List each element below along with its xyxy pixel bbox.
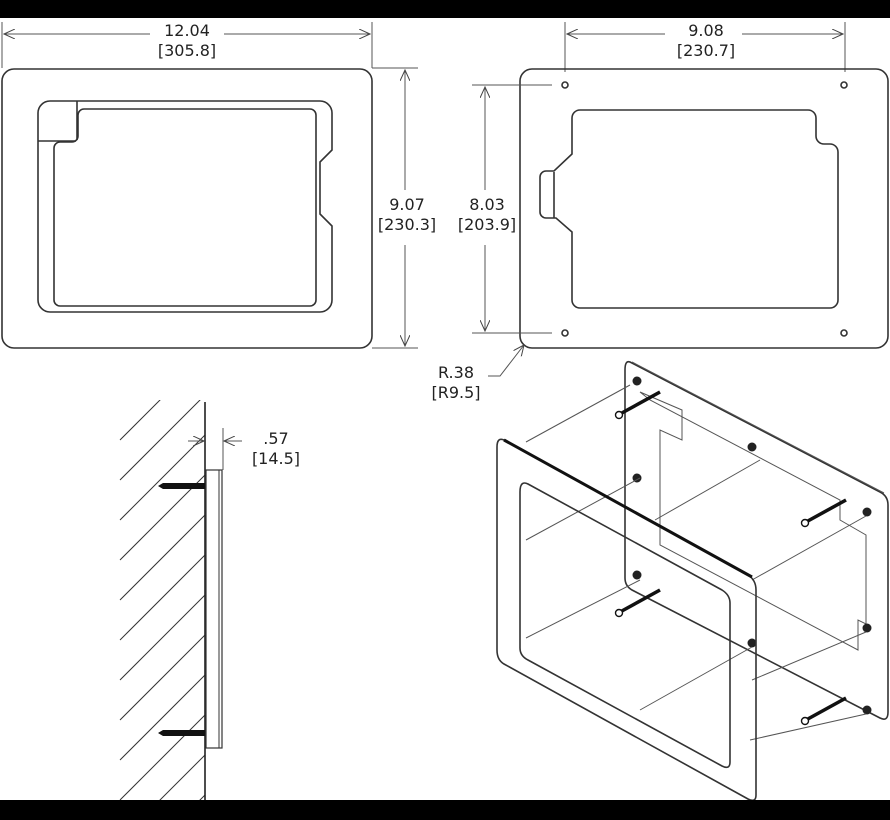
depth-mm: [14.5] bbox=[252, 449, 300, 468]
hole-spacing-h-inches: 9.08 bbox=[688, 21, 724, 40]
corner-radius-mm: [R9.5] bbox=[431, 383, 480, 402]
drawing-sheet: 12.04 [305.8] 9.07 [230.3] bbox=[0, 18, 890, 800]
back-view bbox=[472, 22, 889, 377]
hole-spacing-v-mm: [203.9] bbox=[458, 215, 516, 234]
isometric-view bbox=[496, 360, 889, 800]
front-width-inches: 12.04 bbox=[164, 21, 210, 40]
hole-spacing-h-mm: [230.7] bbox=[677, 41, 735, 60]
front-view bbox=[1, 22, 418, 349]
hole-spacing-v-inches: 8.03 bbox=[469, 195, 505, 214]
corner-radius-inches: R.38 bbox=[438, 363, 474, 382]
technical-drawing: 12.04 [305.8] 9.07 [230.3] bbox=[1, 21, 889, 800]
front-width-mm: [305.8] bbox=[158, 41, 216, 60]
front-height-inches: 9.07 bbox=[389, 195, 425, 214]
depth-inches: .57 bbox=[263, 429, 288, 448]
front-height-mm: [230.3] bbox=[378, 215, 436, 234]
side-view bbox=[119, 400, 242, 800]
